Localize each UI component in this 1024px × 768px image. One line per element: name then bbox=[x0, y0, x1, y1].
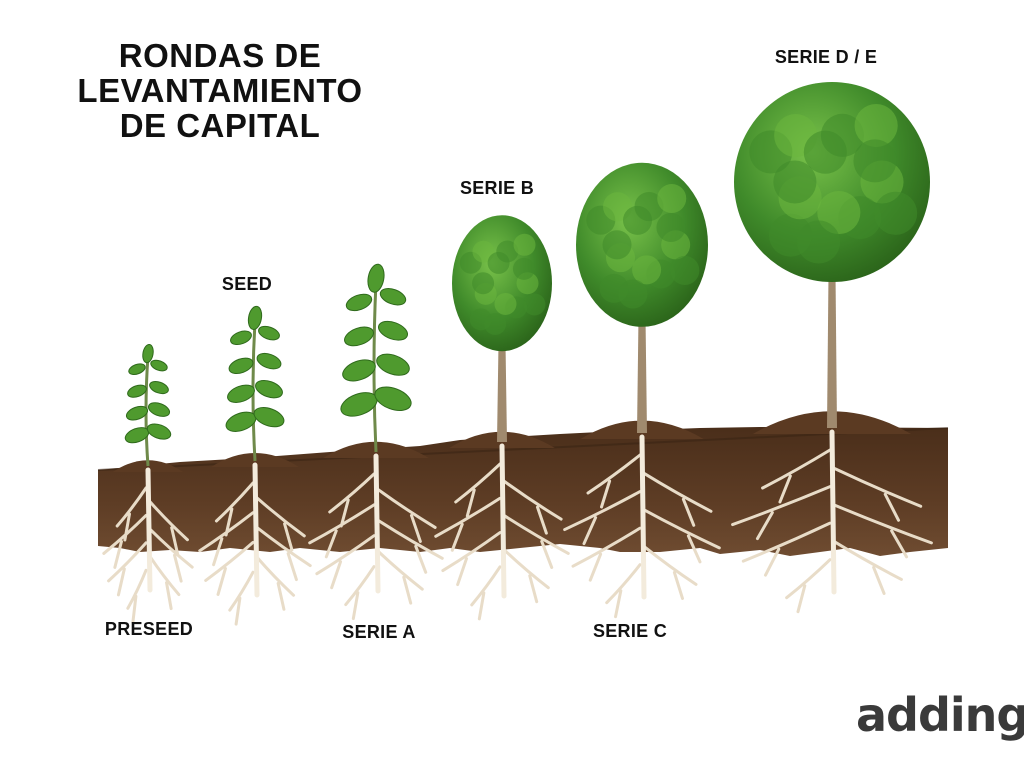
foliage-cluster bbox=[768, 213, 813, 257]
page-title: RONDAS DE LEVANTAMIENTO DE CAPITAL bbox=[40, 38, 400, 143]
leaf bbox=[228, 357, 254, 375]
taproot bbox=[639, 434, 647, 600]
stage-serie-a bbox=[308, 263, 444, 621]
stage-seed bbox=[198, 305, 312, 626]
leaf bbox=[378, 320, 408, 341]
leaf bbox=[256, 352, 282, 370]
leaf bbox=[146, 423, 172, 440]
stage-label-serie-d-e: SERIE D / E bbox=[774, 47, 878, 67]
foliage-cluster bbox=[494, 292, 517, 315]
foliage-cluster bbox=[632, 255, 662, 285]
foliage-cluster bbox=[854, 103, 898, 148]
stage-serie-d-e bbox=[731, 82, 933, 614]
foliage-cluster bbox=[472, 272, 495, 295]
leaf bbox=[147, 402, 171, 417]
foliage-cluster bbox=[773, 160, 817, 204]
leaf bbox=[247, 305, 263, 330]
foliage-cluster bbox=[670, 255, 700, 285]
foliage-cluster bbox=[599, 273, 629, 303]
leaf bbox=[367, 263, 385, 293]
foliage-cluster bbox=[820, 113, 864, 157]
leaf bbox=[230, 330, 252, 346]
leaf bbox=[374, 386, 412, 411]
stage-label-serie-b: SERIE B bbox=[459, 178, 535, 198]
leaf bbox=[125, 405, 149, 421]
taproot bbox=[145, 467, 153, 593]
foliage-cluster bbox=[657, 183, 687, 214]
leaf bbox=[142, 343, 154, 364]
foliage-cluster bbox=[512, 257, 535, 280]
title-line-1: RONDAS DE bbox=[118, 37, 322, 74]
taproot bbox=[499, 443, 507, 599]
foliage-cluster bbox=[469, 308, 492, 331]
stage-label-serie-c: SERIE C bbox=[592, 621, 668, 641]
foliage-cluster bbox=[496, 240, 519, 263]
foliage-cluster bbox=[523, 293, 546, 316]
foliage-cluster bbox=[874, 191, 918, 235]
leaf bbox=[342, 359, 376, 382]
leaf bbox=[258, 325, 280, 341]
leaf bbox=[150, 359, 168, 372]
stage-label-serie-a: SERIE A bbox=[342, 622, 416, 642]
title-line-3: DE CAPITAL bbox=[119, 107, 321, 144]
leaf bbox=[149, 380, 169, 395]
title-line-2: LEVANTAMIENTO bbox=[77, 72, 363, 109]
taproot bbox=[829, 429, 837, 595]
stage-serie-b bbox=[434, 215, 570, 621]
dirt-mound bbox=[112, 460, 184, 472]
leaf bbox=[255, 379, 283, 399]
taproot bbox=[373, 453, 381, 594]
foliage-cluster bbox=[634, 192, 664, 222]
foliage-cluster bbox=[853, 139, 897, 183]
foliage-cluster bbox=[656, 212, 686, 242]
leaf bbox=[253, 406, 285, 428]
leaf bbox=[127, 384, 147, 398]
leaf bbox=[376, 353, 410, 376]
brand-logo: adding bbox=[856, 688, 1024, 742]
leaf bbox=[344, 326, 374, 347]
taproot bbox=[252, 462, 260, 598]
stage-label-preseed: PRESEED bbox=[104, 619, 194, 639]
foliage-cluster bbox=[602, 230, 632, 260]
leaf bbox=[128, 363, 146, 376]
foliage-cluster bbox=[472, 240, 495, 263]
stage-label-seed: SEED bbox=[221, 274, 273, 294]
leaf bbox=[227, 384, 255, 403]
foliage-cluster bbox=[513, 233, 536, 256]
leaf bbox=[345, 293, 373, 312]
leaf bbox=[379, 288, 407, 306]
stage-serie-c bbox=[563, 162, 721, 619]
stage-preseed bbox=[102, 343, 194, 624]
